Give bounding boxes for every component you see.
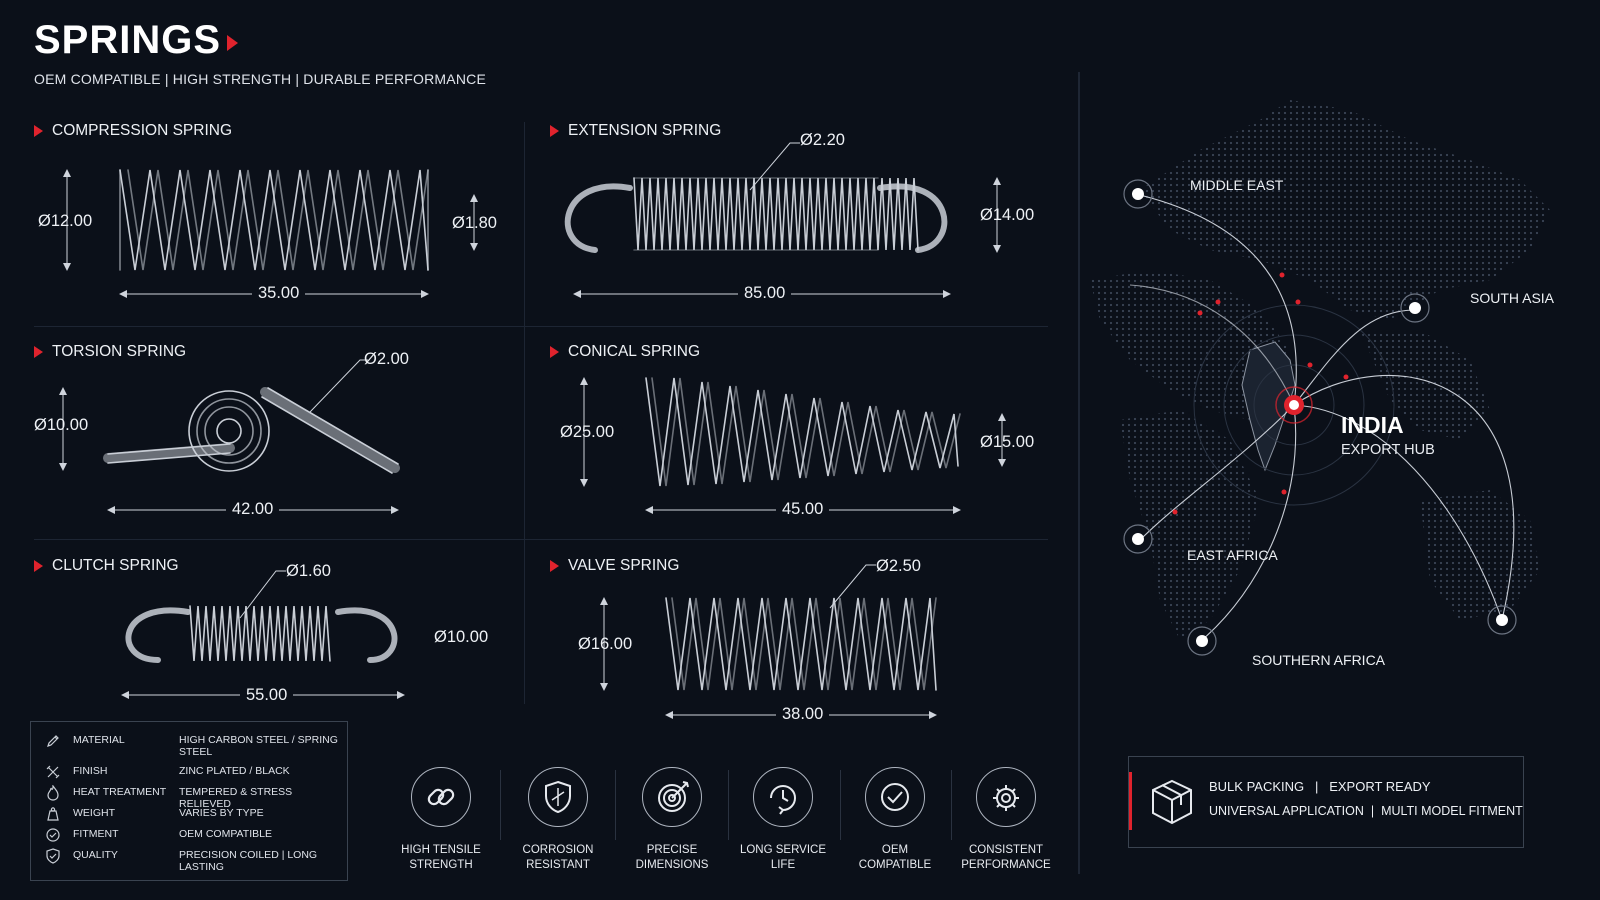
grid-divider-row2 (34, 539, 1048, 540)
region-east-africa: EAST AFRICA (1187, 547, 1278, 563)
dim-label: Ø10.00 (34, 416, 89, 434)
feature-divider (951, 770, 952, 840)
bullet-arrow-icon (34, 125, 43, 137)
section-valve-spring: VALVE SPRING (550, 557, 679, 575)
world-map-dots (1090, 100, 1550, 640)
clock-cycle-icon (770, 785, 796, 815)
dim-label: Ø12.00 (38, 212, 93, 230)
region-southern-africa: SOUTHERN AFRICA (1252, 652, 1386, 668)
dim-label: Ø2.00 (364, 350, 409, 368)
valve-spring-drawing (665, 597, 937, 691)
page-title: SPRINGS (34, 18, 239, 63)
chain-link-icon (427, 788, 455, 806)
feature-divider (500, 770, 501, 840)
hub-name: INDIA (1341, 412, 1404, 438)
tools-icon (46, 765, 60, 779)
bullet-arrow-icon (550, 346, 559, 358)
bullet-arrow-icon (550, 125, 559, 137)
region-south-asia: SOUTH ASIA (1470, 290, 1555, 306)
packing-info-box: BULK PACKING | EXPORT READY UNIVERSAL AP… (1128, 756, 1524, 848)
section-extension-spring: EXTENSION SPRING (550, 122, 721, 140)
dim-label: 42.00 (226, 500, 280, 519)
accent-bar (1129, 772, 1132, 830)
section-conical-spring: CONICAL SPRING (550, 343, 700, 361)
region-middle-east: MIDDLE EAST (1190, 177, 1284, 193)
dim-label: Ø16.00 (578, 635, 633, 653)
packing-line-2: UNIVERSAL APPLICATION | MULTI MODEL FITM… (1209, 804, 1523, 818)
feature-divider (840, 770, 841, 840)
conical-spring-drawing (645, 377, 961, 487)
flame-icon (47, 785, 59, 801)
feature-icon-circle (528, 767, 588, 827)
dim-label: 45.00 (776, 500, 830, 519)
export-map (1090, 100, 1550, 656)
feature-divider (728, 770, 729, 840)
feature-icon-circle (865, 767, 925, 827)
dim-label: 55.00 (240, 686, 294, 705)
dim-label: 38.00 (776, 705, 830, 724)
torsion-spring-drawing (103, 387, 400, 474)
extension-spring-drawing (564, 177, 948, 253)
page-title-text: SPRINGS (34, 18, 222, 62)
shield-check-icon (46, 848, 60, 864)
section-divider (1078, 72, 1080, 874)
weight-icon (47, 807, 59, 821)
grid-divider-row1 (34, 326, 1048, 327)
dim-label: 85.00 (738, 284, 792, 303)
feature-icon-circle (976, 767, 1036, 827)
dim-label: 35.00 (252, 284, 306, 303)
section-torsion-spring: TORSION SPRING (34, 343, 186, 361)
badge-check-icon (46, 828, 60, 842)
spring-drawings (59, 142, 1006, 719)
pencil-icon (47, 735, 59, 747)
gear-icon (993, 785, 1019, 811)
packing-line-1: BULK PACKING | EXPORT READY (1209, 779, 1431, 794)
feature-icon-circle (642, 767, 702, 827)
feature-divider (615, 770, 616, 840)
feature-icon-circle (411, 767, 471, 827)
page-subtitle: OEM COMPATIBLE | HIGH STRENGTH | DURABLE… (34, 71, 486, 87)
title-arrow-icon (227, 34, 239, 51)
dim-label: Ø1.60 (286, 562, 331, 580)
feature-icon-circle (753, 767, 813, 827)
spec-table: MATERIAL HIGH CARBON STEEL / SPRING STEE… (30, 721, 348, 881)
dim-label: Ø10.00 (434, 628, 489, 646)
check-circle-icon (881, 783, 909, 811)
dim-label: Ø15.00 (980, 433, 1035, 451)
package-box-icon (1152, 779, 1192, 825)
shield-icon (545, 780, 571, 814)
grid-divider-vertical (524, 122, 525, 704)
section-compression-spring: COMPRESSION SPRING (34, 122, 232, 140)
bullet-arrow-icon (34, 560, 43, 572)
section-clutch-spring: CLUTCH SPRING (34, 557, 179, 575)
dim-label: Ø2.50 (876, 557, 921, 575)
dim-label: Ø1.80 (452, 214, 497, 232)
dim-label: Ø14.00 (980, 206, 1035, 224)
clutch-spring-drawing (125, 605, 398, 663)
bullet-arrow-icon (550, 560, 559, 572)
target-icon (658, 781, 689, 812)
dim-label: Ø25.00 (560, 423, 615, 441)
region-nodes (1123, 179, 1517, 656)
export-routes (1129, 194, 1515, 641)
compression-spring-drawing (119, 169, 429, 271)
hub-label: EXPORT HUB (1341, 442, 1435, 458)
dim-label: Ø2.20 (800, 131, 845, 149)
bullet-arrow-icon (34, 346, 43, 358)
